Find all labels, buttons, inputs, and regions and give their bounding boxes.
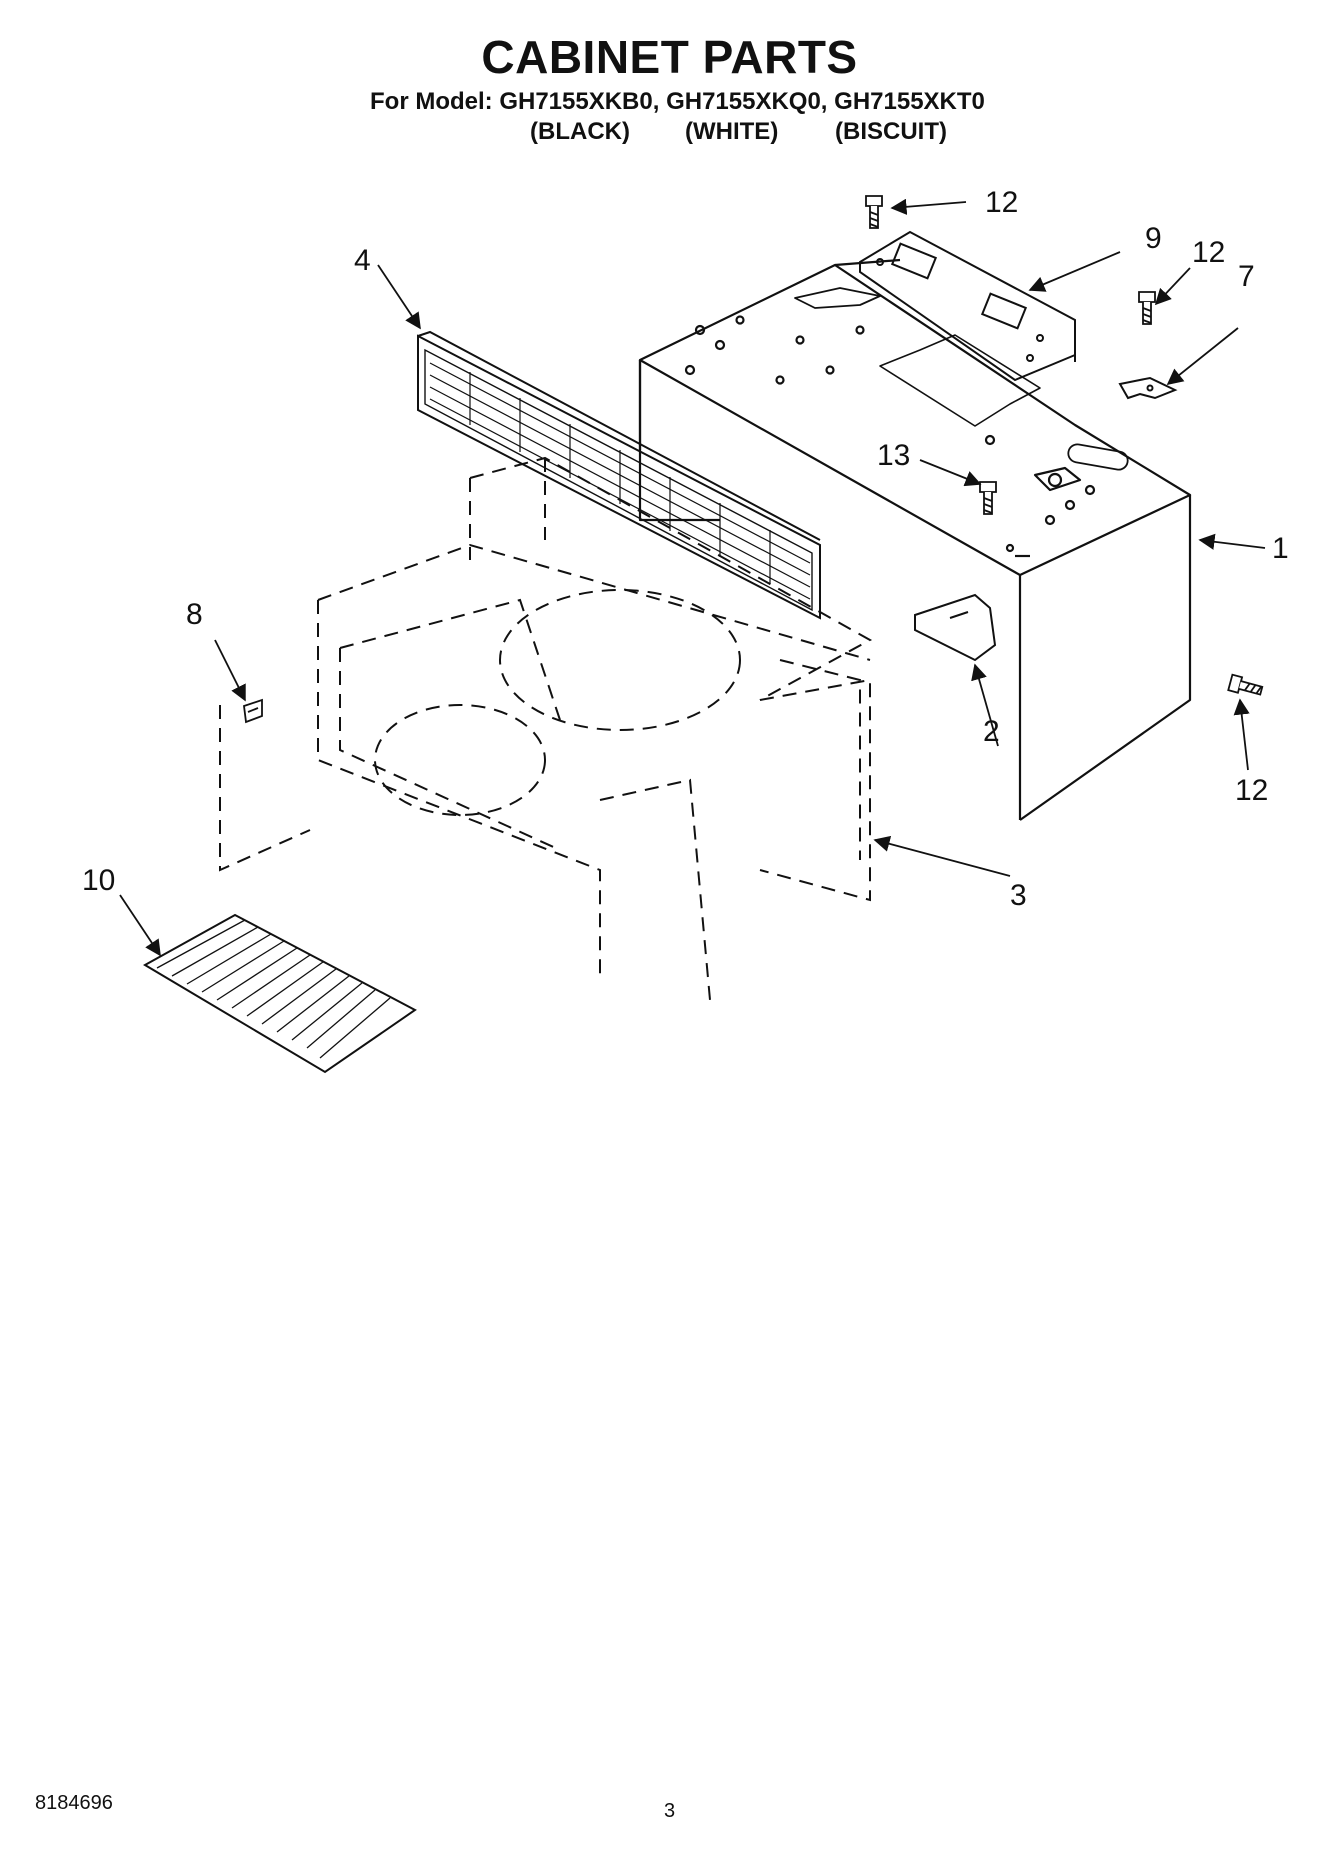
callout-1: 1: [1272, 532, 1289, 565]
callout-2: 2: [983, 715, 1000, 748]
callout-7: 7: [1238, 260, 1255, 293]
callout-12-lower: 12: [1235, 774, 1268, 807]
callout-12-right: 12: [1192, 236, 1225, 269]
callout-8: 8: [186, 598, 203, 631]
callout-3: 3: [1010, 879, 1027, 912]
page-number: 3: [663, 1800, 676, 1822]
model-line: For Model: GH7155XKB0, GH7155XKQ0, GH715…: [370, 88, 985, 115]
color-biscuit: (BISCUIT): [835, 118, 947, 145]
document-number: 8184696: [35, 1792, 113, 1814]
bracket-2: [914, 593, 997, 662]
callout-12-top: 12: [985, 186, 1018, 219]
callout-13: 13: [877, 439, 910, 472]
inner-cavity: [219, 456, 873, 1001]
mounting-plate: [859, 230, 1076, 382]
callout-4: 4: [354, 244, 371, 277]
screws: [865, 195, 1264, 696]
callout-10: 10: [82, 864, 115, 897]
vent-grille: [417, 330, 821, 620]
bracket-7: [1118, 376, 1178, 400]
color-black: (BLACK): [530, 118, 630, 145]
clip-8: [243, 698, 263, 724]
page-title: CABINET PARTS: [481, 31, 858, 83]
outer-cabinet: [638, 258, 1192, 821]
leader-arrows: [119, 198, 1266, 957]
color-line: (BLACK) (WHITE) (BISCUIT): [530, 118, 970, 148]
callout-9: 9: [1145, 222, 1162, 255]
grease-filter: [142, 913, 417, 1074]
color-white: (WHITE): [685, 118, 779, 145]
